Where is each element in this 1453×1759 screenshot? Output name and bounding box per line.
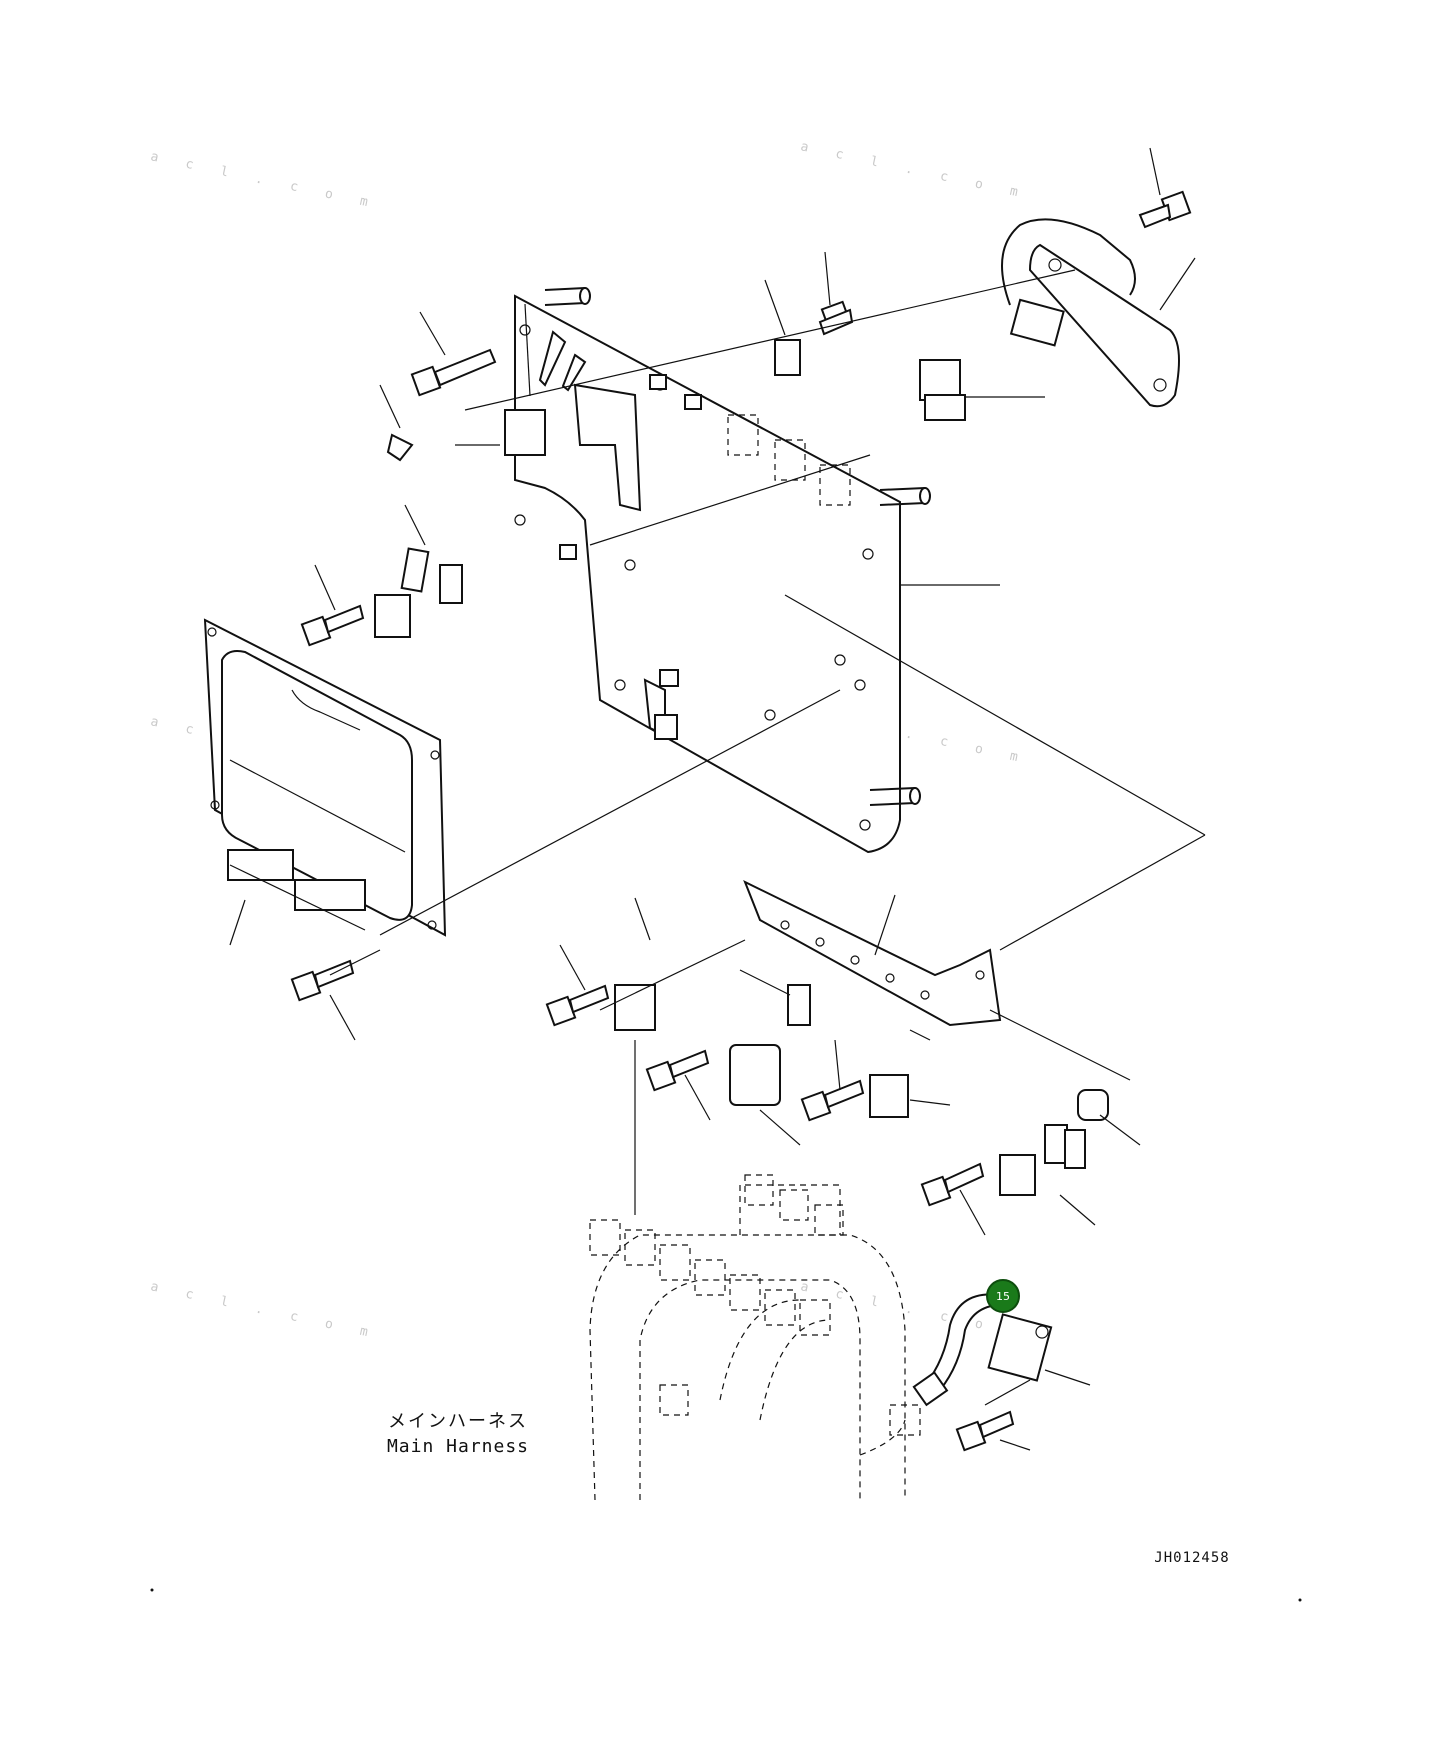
relay-a	[504, 409, 546, 456]
watermark-2: a c l . c o m	[799, 139, 1029, 202]
callout-15-number: 15	[996, 1290, 1010, 1303]
bolt-10	[955, 1410, 1015, 1452]
drawing-code: JH012458	[1154, 1550, 1229, 1566]
bolt-6	[545, 984, 610, 1027]
relay-d	[374, 594, 411, 638]
bolt-8	[800, 1079, 865, 1122]
edge-mark-right	[1298, 1598, 1302, 1602]
watermark-5: a c l . c o m	[149, 1279, 379, 1342]
bolt-2	[818, 300, 854, 336]
harness-label-en: Main Harness	[387, 1436, 529, 1457]
guide-lines	[329, 269, 1206, 1406]
relay-f	[729, 1044, 781, 1106]
watermark-1: a c l . c o m	[149, 149, 379, 212]
bolt-1	[410, 348, 497, 397]
relay-c	[774, 339, 801, 376]
bolts	[290, 190, 1192, 1452]
sub-harness-bracket	[1001, 218, 1180, 408]
relays	[374, 339, 1109, 1196]
harness-label-jp: メインハーネス	[388, 1411, 528, 1432]
relay-h	[999, 1154, 1036, 1196]
sub-harness-15	[912, 1293, 1053, 1407]
bolt-5	[290, 959, 355, 1002]
main-harness	[589, 1174, 921, 1501]
relay-e	[614, 984, 656, 1031]
controller-ecu	[203, 618, 447, 937]
lower-bracket	[743, 879, 1002, 1027]
bolt-7	[645, 1049, 710, 1092]
cylinder	[1077, 1089, 1109, 1121]
callout-15-circle[interactable]	[986, 1279, 1020, 1313]
edge-mark-left	[150, 1588, 154, 1592]
bolt-9	[920, 1162, 985, 1207]
leader-lines	[229, 147, 1196, 1451]
relay-g	[869, 1074, 909, 1118]
callout-15[interactable]: 15	[986, 1279, 1020, 1313]
mounting-plate	[514, 287, 931, 854]
bolt-3	[1138, 190, 1192, 229]
bolt-4	[300, 604, 365, 647]
